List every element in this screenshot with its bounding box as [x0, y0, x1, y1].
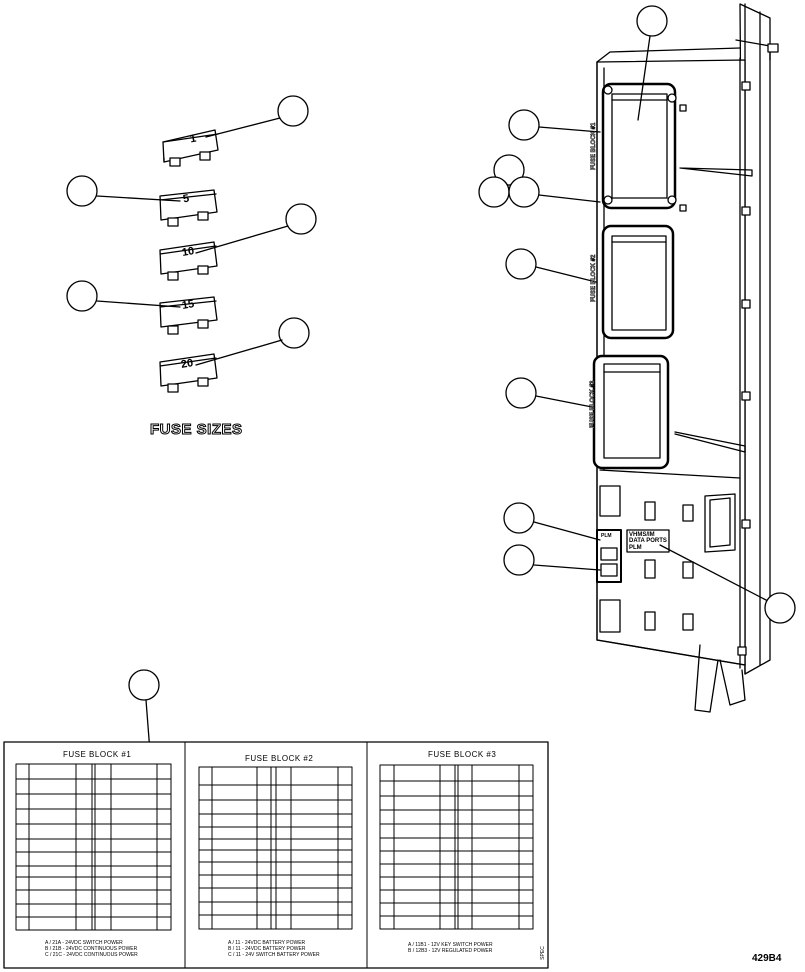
fuse-15-number: 15: [181, 298, 196, 312]
table-2-note: C / 11 - 24V SWITCH BATTERY POWER: [228, 952, 320, 958]
panel-fuse-block-1: [601, 82, 677, 210]
fuse-5: [159, 189, 218, 227]
fuse-sizes-title: FUSE SIZES: [150, 421, 243, 439]
fuse-20-number: 20: [180, 357, 195, 371]
table-3-grid: [379, 764, 534, 930]
panel-callouts: [128, 5, 796, 753]
fuse-callouts: [66, 95, 317, 366]
panel-lower-components: [596, 485, 736, 633]
table-1-note: A / 21A - 24VDC SWITCH POWER: [45, 940, 123, 946]
panel-small-label: PLM: [601, 533, 612, 539]
table-2-note: A / 11 - 24VDC BATTERY POWER: [228, 940, 306, 946]
fuse-15: [159, 296, 218, 335]
table-2-note: B / 11 - 24VDC BATTERY POWER: [228, 946, 306, 952]
fuse-20: [159, 353, 218, 393]
table-2-notes: A / 11 - 24VDC BATTERY POWER B / 11 - 24…: [228, 940, 320, 958]
panel-fuse-block-3: [592, 354, 670, 470]
table-3-note: B / 12B3 - 12V REGULATED POWER: [408, 948, 493, 954]
table-3-title: FUSE BLOCK #3: [428, 750, 497, 759]
fuse-1: [162, 129, 219, 167]
table-2-grid: [198, 766, 353, 930]
table-1-note: C / 21C - 24VDC CONTINUOUS POWER: [45, 952, 138, 958]
table-1-notes: A / 21A - 24VDC SWITCH POWER B / 21B - 2…: [45, 940, 138, 958]
table-1-grid: [15, 763, 172, 931]
panel-bolts: [679, 43, 779, 656]
fuse-10: [159, 241, 218, 281]
panel-data-port-sub: PLM: [629, 545, 642, 551]
sheet-mark: SPEC: [539, 946, 546, 960]
panel-data-port-label: VHMS/IM DATA PORTS: [629, 532, 667, 544]
drawing-number: 429B4: [752, 953, 782, 964]
panel-fuse-block-2: [601, 224, 675, 340]
table-3-note: A / 11B1 - 12V KEY SWITCH POWER: [408, 942, 493, 948]
table-3-notes: A / 11B1 - 12V KEY SWITCH POWER B / 12B3…: [408, 942, 493, 954]
table-1-title: FUSE BLOCK #1: [63, 750, 132, 759]
fuse-10-number: 10: [181, 245, 196, 259]
panel-label-fuse-block-3: FUSE BLOCK #3: [590, 380, 597, 428]
fuse-tables: [3, 741, 549, 969]
table-1-note: B / 21B - 24VDC CONTINUOUS POWER: [45, 946, 138, 952]
panel-label-fuse-block-2: FUSE BLOCK #2: [591, 254, 598, 302]
panel-label-fuse-block-1: FUSE BLOCK #1: [591, 122, 598, 170]
table-2-title: FUSE BLOCK #2: [245, 754, 314, 763]
